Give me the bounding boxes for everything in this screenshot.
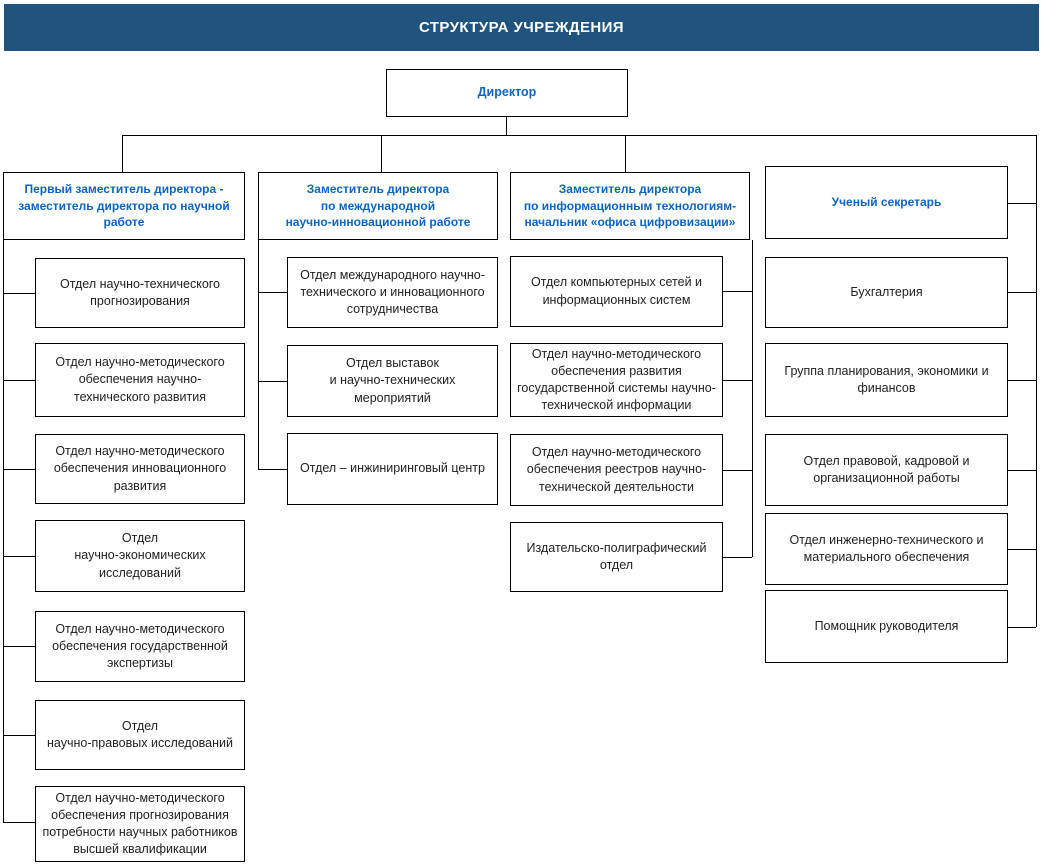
org-box: Отдел научно-методического обеспечения р… — [510, 343, 723, 417]
connector-line — [381, 136, 382, 172]
connector-line — [625, 136, 626, 172]
connector-line — [1008, 627, 1036, 628]
connector-line — [1036, 136, 1037, 627]
org-box: Отдел научно-методического обеспечения р… — [510, 434, 723, 506]
connector-line — [1008, 292, 1036, 293]
connector-line — [258, 292, 287, 293]
column-head-first-deputy: Первый заместитель директора - заместите… — [3, 172, 245, 240]
column-head-international-deputy: Заместитель директора по международной н… — [258, 172, 498, 240]
org-box: Отдел научно-технического прогнозировани… — [35, 258, 245, 328]
director-box: Директор — [386, 69, 628, 117]
connector-line — [122, 135, 1037, 136]
org-box: Группа планирования, экономики и финансо… — [765, 343, 1008, 417]
connector-line — [3, 469, 35, 470]
org-box: Отдел международного научно- техническог… — [287, 257, 498, 328]
org-box: Бухгалтерия — [765, 257, 1008, 328]
org-box: Отдел научно-методического обеспечения и… — [35, 434, 245, 504]
connector-line — [723, 291, 752, 292]
column-head-it-deputy: Заместитель директора по информационным … — [510, 172, 750, 240]
page-title: СТРУКТУРА УЧРЕЖДЕНИЯ — [419, 19, 624, 36]
connector-line — [3, 293, 35, 294]
org-box: Отдел компьютерных сетей и информационны… — [510, 256, 723, 327]
connector-line — [258, 240, 259, 469]
connector-line — [1008, 203, 1036, 204]
connector-line — [3, 380, 35, 381]
connector-line — [3, 735, 35, 736]
org-box: Отдел правовой, кадровой и организационн… — [765, 434, 1008, 506]
connector-line — [1008, 380, 1036, 381]
org-box: Отдел инженерно-технического и материаль… — [765, 513, 1008, 585]
org-box: Отдел – инжиниринговый центр — [287, 433, 498, 505]
connector-line — [258, 381, 287, 382]
connector-line — [3, 822, 35, 823]
connector-line — [3, 646, 35, 647]
org-box: Отдел научно-экономических исследований — [35, 520, 245, 592]
connector-line — [723, 557, 752, 558]
column-head-scientific-secretary: Ученый секретарь — [765, 166, 1008, 239]
connector-line — [1008, 470, 1036, 471]
org-box: Отдел выставок и научно-технических меро… — [287, 345, 498, 417]
connector-line — [752, 240, 753, 557]
org-box: Издательско-полиграфический отдел — [510, 522, 723, 592]
connector-line — [723, 380, 752, 381]
org-box: Отдел научно-методического обеспечения н… — [35, 343, 245, 417]
connector-line — [506, 117, 507, 136]
connector-line — [122, 136, 123, 172]
connector-line — [1008, 549, 1036, 550]
org-box: Отдел научно-методического обеспечения г… — [35, 611, 245, 682]
org-box: Отдел научно-методического обеспечения п… — [35, 786, 245, 862]
org-box: Отдел научно-правовых исследований — [35, 700, 245, 770]
org-box: Помощник руководителя — [765, 590, 1008, 663]
connector-line — [723, 470, 752, 471]
connector-line — [3, 240, 4, 822]
connector-line — [258, 469, 287, 470]
title-bar: СТРУКТУРА УЧРЕЖДЕНИЯ — [4, 4, 1039, 51]
connector-line — [3, 556, 35, 557]
